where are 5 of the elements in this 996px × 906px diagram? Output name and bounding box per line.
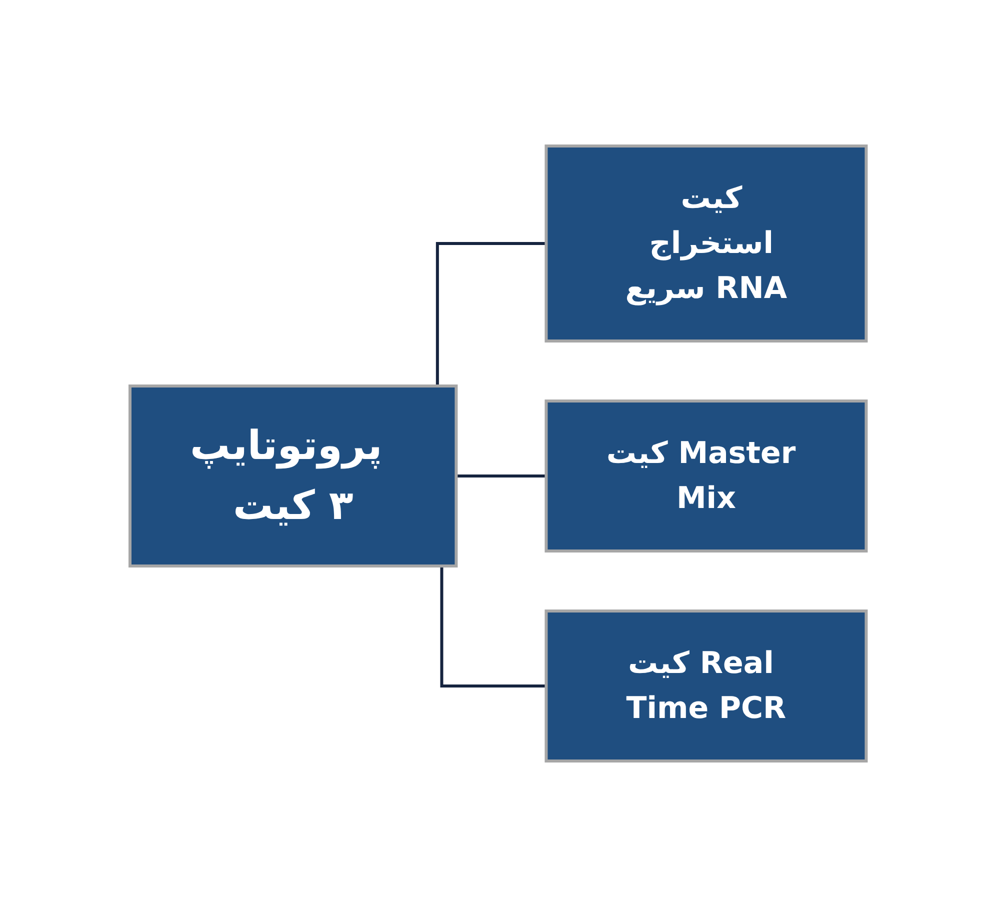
node-box: پروتوتایپ ۳ کیت [128, 384, 458, 567]
connector [456, 474, 546, 477]
node-box: کیت Real Time PCR [544, 609, 868, 762]
node-box: کیت استخراج سریع RNA [544, 144, 868, 342]
node-box: کیت Master Mix [544, 399, 868, 552]
